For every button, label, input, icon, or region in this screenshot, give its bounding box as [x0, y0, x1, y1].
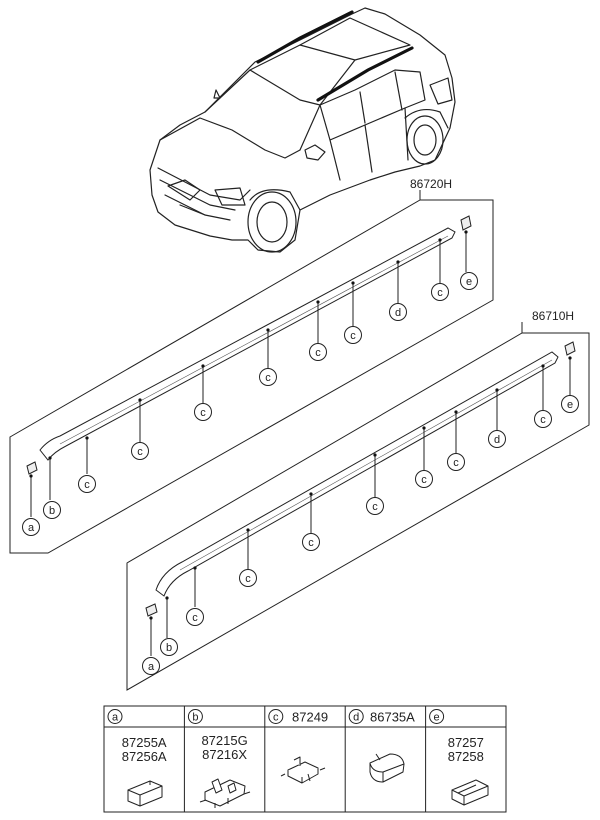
callout-c	[344, 326, 362, 344]
callout-c-label: c	[200, 407, 206, 419]
callout-c-label: c	[192, 612, 198, 624]
lower-assembly-boundary	[126, 332, 590, 691]
callout-c	[431, 283, 449, 301]
upper-end-cap-rear	[460, 215, 472, 231]
callout-b-label: b	[49, 505, 55, 517]
callout-a	[22, 518, 40, 536]
callout-c	[309, 343, 327, 361]
callout-d	[488, 430, 506, 448]
callout-e	[460, 272, 478, 290]
lower-assembly: 86710H	[126, 309, 590, 691]
part-b-bracket-sketch	[199, 778, 251, 808]
legend-a-part-number-2: 87256A	[122, 749, 167, 764]
callout-d	[389, 303, 407, 321]
legend-e-part-number-2: 87258	[448, 749, 484, 764]
legend-e-part-number-1: 87257	[448, 735, 484, 750]
upper-end-cap-front	[26, 461, 38, 475]
vehicle-roof-rails	[256, 10, 414, 102]
callout-b	[43, 501, 61, 519]
callout-c-label: c	[265, 372, 271, 384]
callout-a-label: a	[28, 522, 35, 534]
callout-c	[131, 442, 149, 460]
callout-c-label: c	[137, 446, 143, 458]
callout-c	[78, 475, 96, 493]
callout-c	[366, 497, 384, 515]
legend-d-part-number: 86735A	[370, 710, 415, 725]
callout-d-label: d	[494, 434, 500, 446]
vehicle-illustration	[149, 7, 456, 253]
lower-end-cap-front	[145, 603, 158, 617]
upper-assembly-part-number: 86720H	[410, 177, 452, 191]
callout-c	[239, 569, 257, 587]
callout-c	[186, 608, 204, 626]
upper-roof-rail	[39, 227, 456, 461]
callout-e-label: e	[466, 276, 472, 288]
callout-a-label: a	[148, 661, 155, 673]
callout-c	[302, 533, 320, 551]
lower-assembly-part-number: 86710H	[532, 309, 574, 323]
callout-c-label: c	[350, 330, 356, 342]
legend-e-letter: e	[434, 712, 440, 724]
callout-c-label: c	[453, 457, 459, 469]
callout-c-label: c	[84, 479, 90, 491]
legend-d-letter: d	[353, 712, 359, 724]
upper-assembly: 86720H	[9, 177, 494, 554]
callout-c	[447, 453, 465, 471]
legend-c-letter: c	[273, 712, 279, 724]
part-d-pad-sketch	[369, 753, 405, 783]
callout-c-label: c	[437, 287, 443, 299]
callout-d-label: d	[395, 307, 401, 319]
callout-c-label: c	[540, 414, 546, 426]
callout-c-label: c	[421, 474, 427, 486]
legend-a-part-number-1: 87255A	[122, 735, 167, 750]
callout-c	[534, 410, 552, 428]
callout-c-label: c	[245, 573, 251, 585]
legend-b-part-number-1: 87215G	[201, 733, 247, 748]
part-a-end-cap-sketch	[127, 780, 163, 807]
parts-legend-table: a b c d e 87249 86735A 87255A 87256A 872…	[103, 705, 507, 813]
callout-e-label: e	[567, 399, 573, 411]
legend-b-letter: b	[192, 712, 198, 724]
lower-end-cap-rear	[564, 341, 576, 356]
lower-roof-rail	[155, 351, 559, 597]
callout-b	[160, 638, 178, 656]
legend-c-part-number: 87249	[292, 710, 328, 725]
callout-c	[415, 470, 433, 488]
callout-c-label: c	[308, 537, 314, 549]
part-c-clip-sketch	[280, 756, 326, 784]
callout-c-label: c	[372, 501, 378, 513]
callout-c	[259, 368, 277, 386]
legend-a-letter: a	[112, 712, 119, 724]
callout-b-label: b	[166, 642, 172, 654]
callout-c	[194, 403, 212, 421]
callout-c-label: c	[315, 347, 321, 359]
legend-b-part-number-2: 87216X	[202, 747, 247, 762]
callout-a	[142, 657, 160, 675]
part-e-end-cap-sketch	[451, 779, 489, 806]
callout-e	[561, 395, 579, 413]
